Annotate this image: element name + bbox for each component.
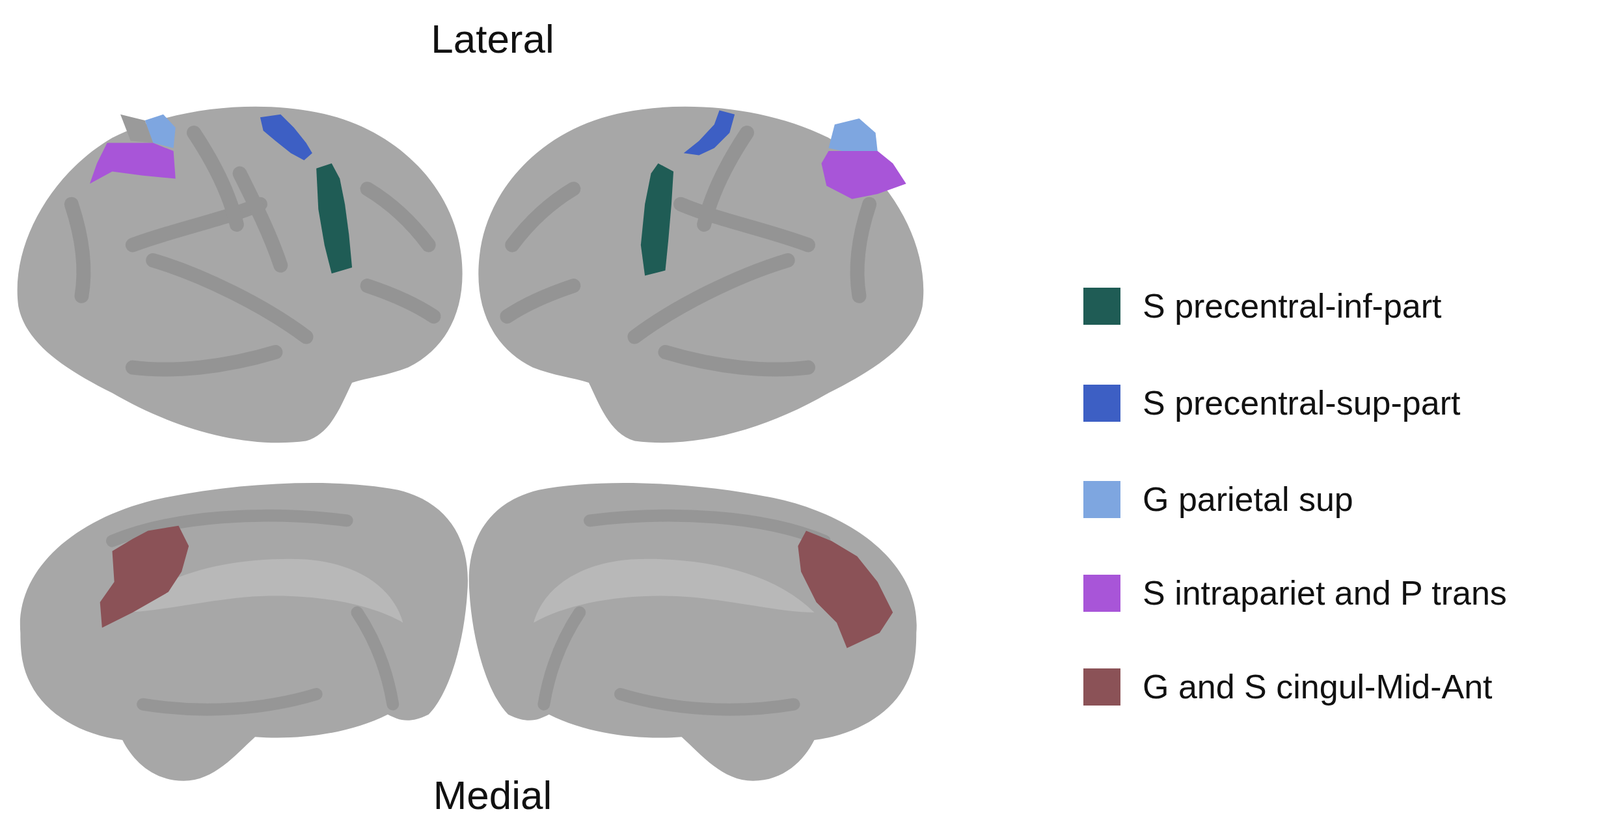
medial-left-hemisphere: [20, 482, 468, 781]
view-label: Lateral: [430, 18, 555, 60]
legend-text: S intrapariet and P trans: [1142, 575, 1507, 610]
legend-entry: S precentral-inf-part: [1083, 287, 1442, 325]
legend-swatch: [1083, 287, 1121, 325]
legend-swatch: [1083, 574, 1121, 612]
legend-swatch: [1083, 480, 1121, 518]
legend-text: S precentral-inf-part: [1142, 288, 1442, 323]
legend-entry: G and S cingul-Mid-Ant: [1083, 668, 1493, 706]
legend-text: G and S cingul-Mid-Ant: [1142, 669, 1493, 704]
medial-right-hemisphere: [469, 482, 917, 781]
legend-entry: G parietal sup: [1083, 480, 1354, 518]
legend-entry: S precentral-sup-part: [1083, 384, 1461, 422]
lateral-left-hemisphere: [17, 106, 463, 443]
lateral-right-hemisphere: [478, 106, 924, 443]
legend-text: S precentral-sup-part: [1142, 385, 1461, 420]
legend-swatch: [1083, 384, 1121, 422]
legend-entry: S intrapariet and P trans: [1083, 574, 1507, 612]
legend-swatch: [1083, 668, 1121, 706]
view-label-text: Medial: [433, 772, 553, 818]
view-label: Medial: [433, 774, 553, 816]
view-label-text: Lateral: [430, 16, 555, 62]
legend-text: G parietal sup: [1142, 482, 1354, 516]
